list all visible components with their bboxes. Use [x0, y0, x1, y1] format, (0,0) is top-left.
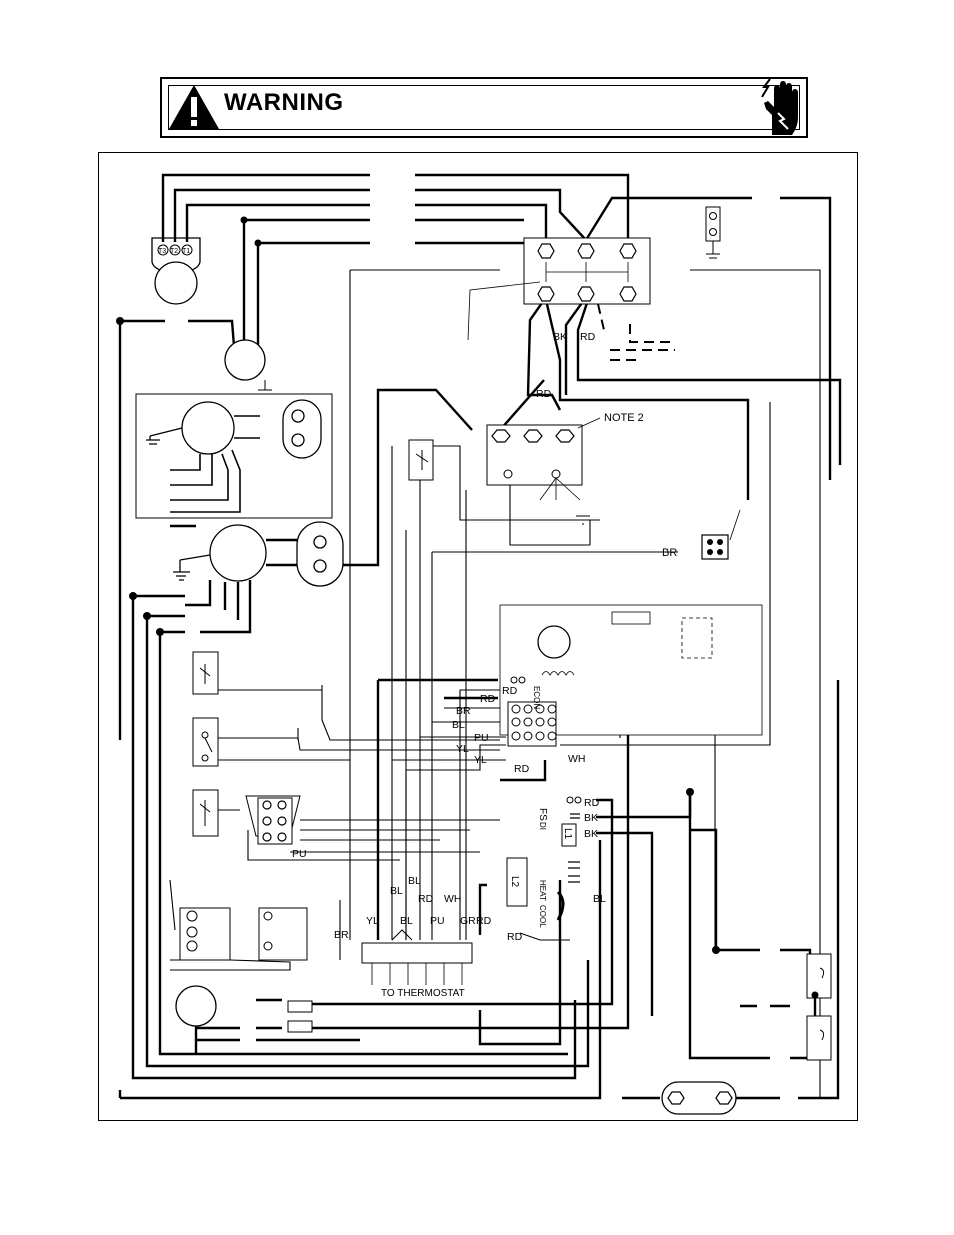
label-rd-term: RD [476, 915, 492, 927]
warning-inner-border [168, 85, 800, 130]
label-br-term: BR [334, 929, 349, 941]
label-wh-board: WH [568, 753, 586, 765]
thin-wires [169, 269, 821, 1098]
label-pu-plug: PU [292, 848, 307, 860]
terminal-strip: FS DI L1 L2 HEAT COOL [506, 796, 582, 928]
electric-shock-hand-icon [761, 79, 798, 135]
label-rd-bottom: RD [507, 931, 523, 943]
label-yl-term: YL [366, 915, 379, 927]
label-gr-term: GR [460, 915, 476, 927]
bottom-connector [661, 1081, 737, 1115]
warning-banner: WARNING [160, 77, 808, 138]
ground-terminal [705, 206, 721, 259]
blower-motor [173, 521, 344, 587]
compressor: T3 T2 T1 [151, 237, 201, 305]
label-pu-term: PU [430, 915, 445, 927]
label-bk-di: BK [584, 812, 598, 824]
bottom-motor [175, 985, 313, 1033]
t2-label: T2 [170, 248, 178, 255]
label-rd-mid: RD [536, 388, 552, 400]
econ-label: ECON [532, 686, 541, 709]
pressure-switch [408, 439, 434, 481]
label-yl-board: YL [456, 743, 469, 755]
label-bl-board: BL [452, 719, 465, 731]
label-yl-board2: YL [474, 754, 487, 766]
label-rd-board2: RD [480, 693, 496, 705]
junction-dots [116, 216, 720, 954]
label-rd-top: RD [580, 331, 596, 343]
heat-label: HEAT [538, 880, 547, 901]
motor-small [224, 339, 272, 395]
cool-label: COOL [538, 905, 547, 928]
label-bl-term: BL [400, 915, 413, 927]
lower-relays [179, 907, 308, 961]
l1-label: L1 [562, 828, 573, 840]
t3-label: T3 [158, 248, 166, 255]
t1-label: T1 [182, 248, 190, 255]
diagram-frame [98, 152, 858, 1121]
contactor [467, 237, 675, 361]
label-br-plug: BR [662, 547, 677, 559]
label-wh-vert: WH [444, 893, 462, 905]
label-bk-l1: BK [584, 828, 598, 840]
left-switches [192, 651, 219, 837]
run-capacitor: NOTE 2 [486, 412, 644, 525]
control-board: ECON [499, 604, 763, 747]
thermostat-terminal: TO THERMOSTAT [361, 929, 473, 999]
label-bl-vert2: BL [390, 885, 403, 897]
fan-motor-box [135, 393, 333, 519]
wire-labels: BK RD RD RD RD BR BL PU YL YL RD WH RD B… [292, 331, 606, 943]
label-pu-board: PU [474, 732, 489, 744]
label-br-board: BR [456, 705, 471, 717]
plug-connector [245, 795, 301, 845]
di-label: DI [538, 822, 547, 830]
warning-label: WARNING [224, 89, 344, 116]
label-rd-fs: RD [584, 797, 600, 809]
limit-switches [806, 953, 832, 1061]
label-rd-board3: RD [514, 763, 530, 775]
main-wires [118, 173, 842, 1100]
to-thermostat-label: TO THERMOSTAT [381, 988, 465, 999]
label-bl-vert: BL [408, 875, 421, 887]
label-bl-right: BL [593, 893, 606, 905]
label-rd-board: RD [502, 685, 518, 697]
fs-label: FS [537, 808, 548, 821]
label-bk-top: BK [553, 331, 567, 343]
l2-label: L2 [509, 876, 520, 888]
label-rd-vert: RD [418, 893, 434, 905]
plug-terminal: BR [662, 509, 741, 560]
note2-label: NOTE 2 [604, 412, 644, 424]
warning-triangle-icon [169, 85, 219, 129]
